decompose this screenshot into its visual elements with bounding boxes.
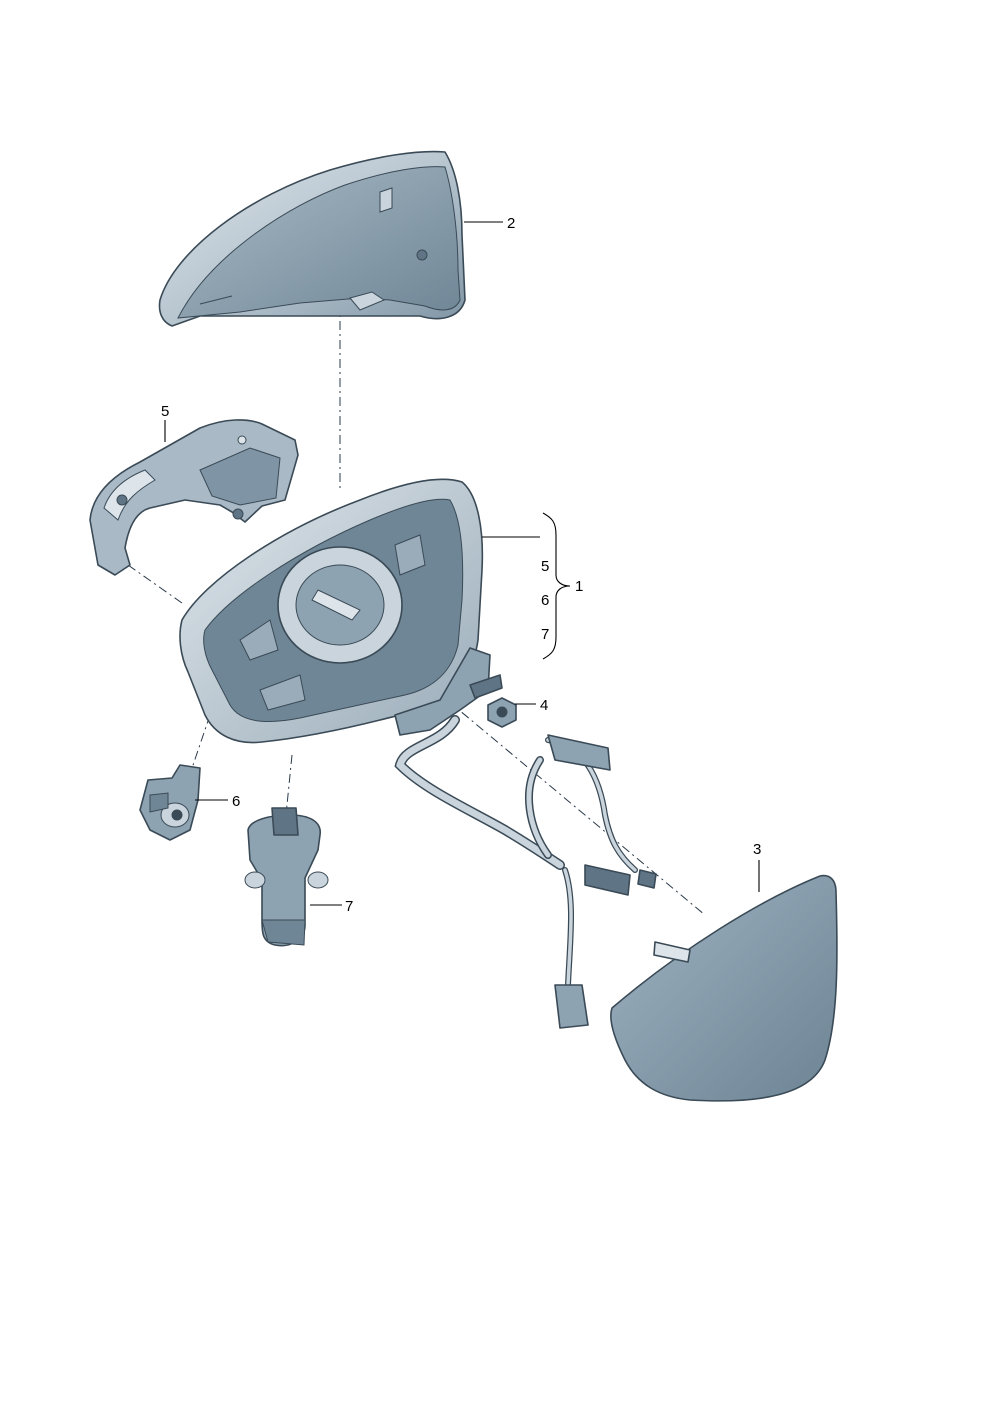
leader-lines: [164, 221, 760, 906]
bracket: [89, 419, 299, 576]
callout-2: 2: [507, 215, 515, 232]
mirror-housing: [179, 478, 491, 744]
callout-1: 1: [575, 578, 583, 595]
mirror-cap: [158, 150, 466, 327]
actuator-small: [139, 764, 201, 841]
callout-group-6: 6: [541, 592, 549, 609]
callout-3: 3: [753, 841, 761, 858]
callout-5: 5: [161, 403, 169, 420]
wiring-harness: [394, 674, 657, 1029]
actuator-motor: [244, 807, 329, 947]
callout-group-7: 7: [541, 626, 549, 643]
callout-7: 7: [345, 898, 353, 915]
mirror-glass: [610, 874, 838, 1102]
callout-6: 6: [232, 793, 240, 810]
callout-4: 4: [540, 697, 548, 714]
callout-group-5: 5: [541, 558, 549, 575]
callout-labels: 2 5 5 6 7 1 4 6 7 3: [161, 215, 761, 915]
nut: [487, 697, 517, 728]
